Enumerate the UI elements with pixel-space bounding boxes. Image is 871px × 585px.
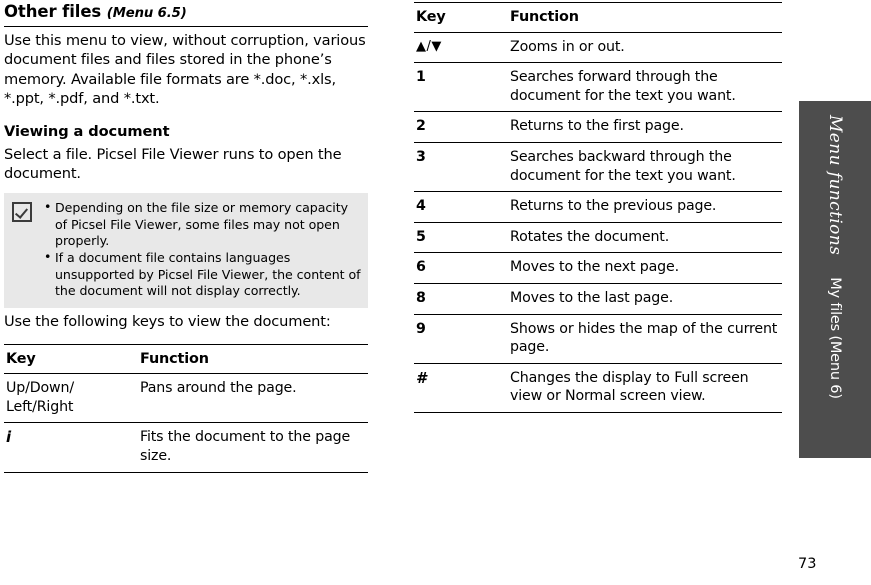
- column-header-function: Function: [138, 343, 368, 375]
- function-cell: Zooms in or out.: [508, 32, 782, 64]
- function-cell: Returns to the previous page.: [508, 191, 782, 223]
- column-header-function: Function: [508, 2, 782, 33]
- column-header-key: Key: [414, 2, 508, 33]
- table-row: 6 Moves to the next page.: [414, 252, 782, 284]
- key-cell: 3: [414, 142, 508, 193]
- keys-intro-paragraph: Use the following keys to view the docum…: [4, 313, 331, 331]
- subsection-paragraph: Select a file. Picsel File Viewer runs t…: [4, 145, 342, 183]
- side-tab-title: Menu functions: [825, 115, 845, 256]
- table-row: 5 Rotates the document.: [414, 222, 782, 254]
- table-row: i Fits the document to the page size.: [4, 422, 368, 473]
- table-row: Up/Down/ Left/Right Pans around the page…: [4, 373, 368, 424]
- table-row: 8 Moves to the last page.: [414, 283, 782, 315]
- key-cell: 6: [414, 252, 508, 284]
- title-divider: [4, 26, 368, 27]
- table-row: # Changes the display to Full screen vie…: [414, 363, 782, 413]
- function-cell: Pans around the page.: [138, 373, 368, 424]
- function-cell: Changes the display to Full screen view …: [508, 363, 782, 413]
- table-row: 1 Searches forward through the document …: [414, 62, 782, 113]
- left-column: Other files (Menu 6.5) Use this menu to …: [4, 0, 368, 473]
- function-cell: Rotates the document.: [508, 222, 782, 254]
- function-cell: Searches backward through the document f…: [508, 142, 782, 193]
- right-key-table-wrapper: Key Function ▲/▼ Zooms in or out. 1 Sear…: [414, 2, 782, 413]
- key-cell: 5: [414, 222, 508, 254]
- page-title: Other files (Menu 6.5): [4, 2, 368, 24]
- function-cell: Shows or hides the map of the current pa…: [508, 314, 782, 364]
- side-tab: Menu functions My files (Menu 6): [799, 101, 871, 458]
- note-box: Depending on the file size or memory cap…: [4, 193, 368, 309]
- key-cell: 1: [414, 62, 508, 113]
- key-cell: 8: [414, 283, 508, 315]
- function-cell: Fits the document to the page size.: [138, 422, 368, 473]
- side-tab-inner: Menu functions My files (Menu 6): [799, 101, 871, 458]
- intro-paragraph: Use this menu to view, without corruptio…: [4, 32, 366, 108]
- key-cell: 2: [414, 111, 508, 143]
- note-body: Depending on the file size or memory cap…: [40, 199, 362, 300]
- right-column: Key Function ▲/▼ Zooms in or out. 1 Sear…: [414, 0, 782, 413]
- table-row: 2 Returns to the first page.: [414, 111, 782, 143]
- column-header-key: Key: [4, 343, 138, 375]
- left-key-table-wrapper: Key Function Up/Down/ Left/Right Pans ar…: [4, 343, 368, 473]
- key-cell: ▲/▼: [414, 32, 508, 64]
- list-item: If a document file contains languages un…: [44, 249, 362, 299]
- function-cell: Moves to the next page.: [508, 252, 782, 284]
- table-row: ▲/▼ Zooms in or out.: [414, 32, 782, 64]
- page-number: 73: [798, 556, 817, 572]
- note-bullet-list: Depending on the file size or memory cap…: [40, 199, 362, 299]
- table-header-row: Key Function: [414, 2, 782, 33]
- key-cell: 9: [414, 314, 508, 364]
- checkbox-checked-icon: [12, 202, 32, 223]
- table-header-row: Key Function: [4, 343, 368, 375]
- page-title-text: Other files: [4, 2, 102, 21]
- key-cell: Up/Down/ Left/Right: [4, 373, 138, 424]
- left-key-table: Key Function Up/Down/ Left/Right Pans ar…: [4, 343, 368, 473]
- function-cell: Moves to the last page.: [508, 283, 782, 315]
- table-row: 9 Shows or hides the map of the current …: [414, 314, 782, 364]
- table-row: 3 Searches backward through the document…: [414, 142, 782, 193]
- key-cell: #: [414, 363, 508, 413]
- function-cell: Searches forward through the document fo…: [508, 62, 782, 113]
- key-cell: i: [4, 422, 138, 473]
- side-tab-subtitle: My files (Menu 6): [827, 277, 843, 399]
- subsection-title: Viewing a document: [4, 122, 170, 140]
- list-item: Depending on the file size or memory cap…: [44, 199, 362, 249]
- function-cell: Returns to the first page.: [508, 111, 782, 143]
- page-title-menu-ref: (Menu 6.5): [106, 6, 187, 21]
- table-row: 4 Returns to the previous page.: [414, 191, 782, 223]
- key-cell: 4: [414, 191, 508, 223]
- right-key-table: Key Function ▲/▼ Zooms in or out. 1 Sear…: [414, 2, 782, 413]
